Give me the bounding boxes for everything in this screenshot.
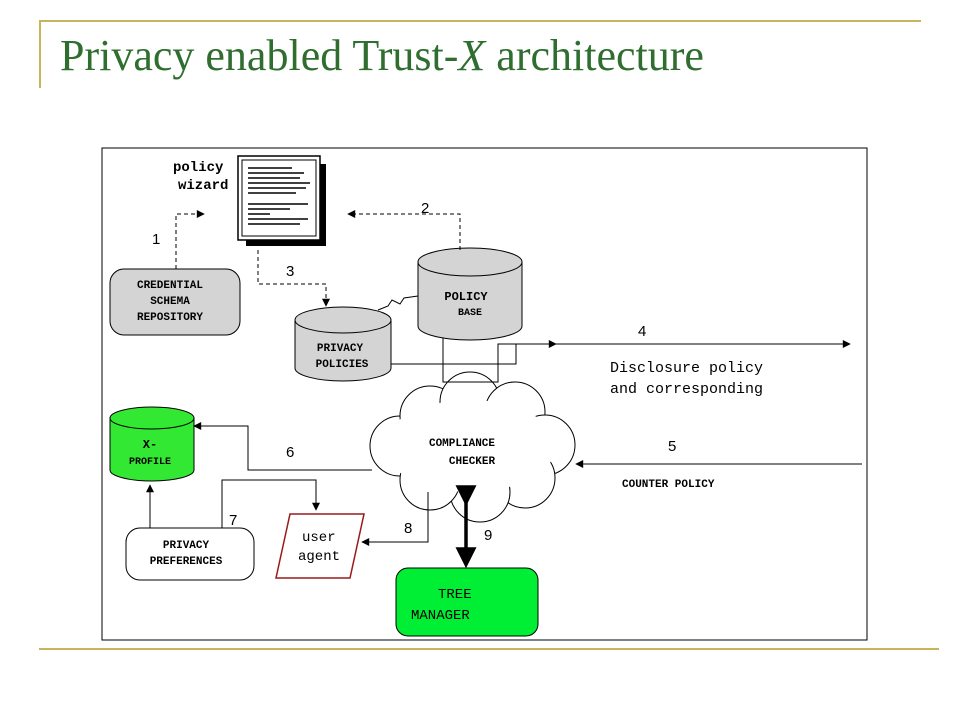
policy-stores-link	[377, 295, 419, 311]
compliance-checker-cloud-fill	[384, 400, 556, 492]
arrow-preferences-to-user-agent	[221, 479, 320, 528]
arrow-7-preferences-to-xprofile	[146, 484, 190, 529]
connector-policybase-to-output	[442, 338, 557, 383]
arrow-3-wizard-to-privacy-policies	[257, 250, 330, 307]
credential-schema-label-line1: CREDENTIAL	[137, 280, 203, 292]
title-text: Privacy enabled Trust-	[60, 31, 459, 80]
tree-manager-label-line1: TREE	[438, 587, 472, 603]
title-text-end: architecture	[485, 31, 704, 80]
policy-base-label-line2: BASE	[458, 308, 482, 319]
policy-base-cylinder	[417, 247, 523, 341]
credential-schema-label-line3: REPOSITORY	[137, 312, 203, 324]
privacy-preferences-label-line2: PREFERENCES	[150, 556, 223, 568]
connector-privacy-policies-to-output	[391, 344, 517, 365]
compliance-checker-label-line1: COMPLIANCE	[429, 438, 495, 450]
title-italic-x: X	[458, 31, 486, 80]
step-label-9: 9	[484, 527, 492, 544]
step-label-1: 1	[152, 231, 160, 248]
step-label-8: 8	[404, 520, 412, 537]
top-left-vertical-rule	[39, 20, 41, 88]
slide-title: Privacy enabled Trust-X architecture	[60, 30, 704, 81]
arrow-6-checker-to-xprofile	[193, 422, 372, 471]
bottom-horizontal-rule	[39, 648, 939, 650]
policy-wizard-label-line1: policy	[173, 160, 224, 176]
step-label-6: 6	[286, 444, 294, 461]
x-profile-label-line2: PROFILE	[129, 457, 171, 468]
user-agent-label-line1: user	[302, 530, 336, 546]
policy-base-label-line1: POLICY	[444, 290, 488, 304]
disclosure-label-line2: and corresponding	[610, 381, 763, 398]
policy-wizard-document-icon	[237, 155, 326, 246]
top-horizontal-rule	[39, 20, 921, 22]
credential-schema-repository-box	[109, 268, 241, 336]
privacy-preferences-label-line1: PRIVACY	[163, 540, 210, 552]
arrow-1-credential-to-wizard	[175, 210, 205, 269]
disclosure-label-line1: Disclosure policy	[610, 360, 763, 377]
step-label-7: 7	[229, 512, 237, 529]
x-profile-cylinder	[109, 406, 195, 482]
user-agent-label-line2: agent	[298, 549, 340, 565]
credential-schema-label-line2: SCHEMA	[150, 296, 190, 308]
counter-policy-label: COUNTER POLICY	[622, 479, 715, 491]
policy-wizard-label-line2: wizard	[178, 178, 228, 194]
tree-manager-label-line2: MANAGER	[411, 608, 470, 624]
arrow-2-policybase-to-wizard	[347, 210, 461, 250]
arrow-8-checker-to-user-agent	[361, 492, 429, 546]
privacy-policies-label-line1: PRIVACY	[317, 343, 364, 355]
step-label-2: 2	[421, 200, 429, 217]
compliance-checker-label-line2: CHECKER	[449, 456, 496, 468]
privacy-policies-cylinder	[294, 306, 392, 382]
privacy-policies-label-line2: POLICIES	[316, 359, 369, 371]
step-label-3: 3	[286, 263, 294, 280]
user-agent-parallelogram	[275, 513, 365, 579]
privacy-preferences-box	[125, 527, 255, 581]
step-label-5: 5	[668, 438, 676, 455]
x-profile-label-line1: X-	[143, 438, 157, 452]
step-label-4: 4	[638, 323, 646, 340]
